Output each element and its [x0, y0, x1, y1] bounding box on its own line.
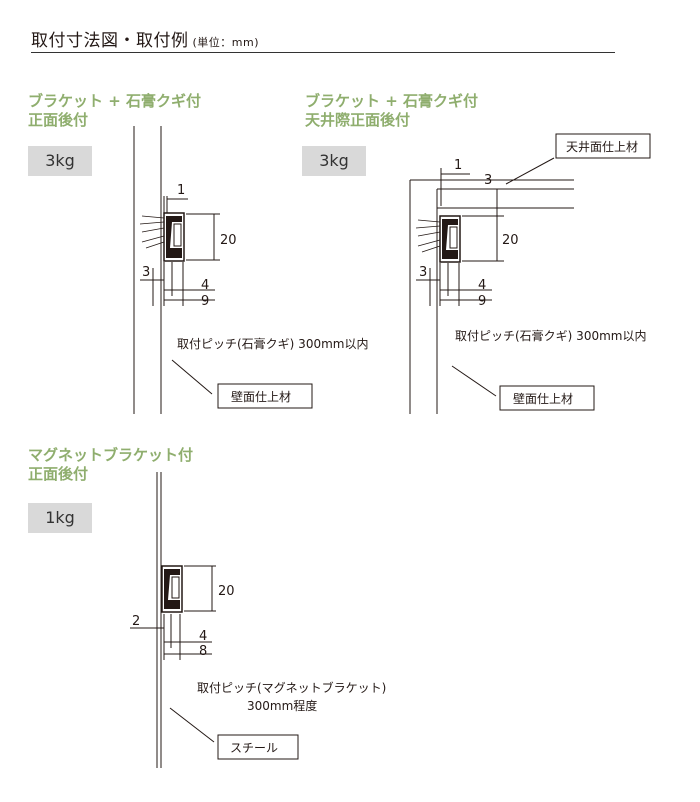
section2-title-line1: ブラケット + 石膏クギ付 — [305, 92, 479, 110]
ceiling-material-leader — [505, 157, 555, 185]
rail-profile — [166, 216, 182, 258]
s2-dim-ceiling-gap: 3 — [484, 173, 492, 188]
material-leader — [171, 359, 213, 395]
material-box — [499, 385, 595, 411]
s1-material-label: 壁面仕上材 — [231, 389, 291, 404]
section3-title: マグネットブラケット付 正面後付 — [28, 446, 193, 484]
unit-note: (単位：mm) — [192, 36, 260, 49]
ceiling-material-box — [555, 133, 651, 159]
section1-title-line1: ブラケット + 石膏クギ付 — [28, 92, 202, 110]
drawing-section1 — [133, 126, 313, 414]
s2-pitch-note: 取付ピッチ(石膏クギ) 300mm以内 — [455, 328, 646, 343]
s1-dim-inner: 4 — [201, 278, 209, 293]
s1-dim-left: 3 — [142, 265, 150, 280]
s2-dim-top: 1 — [454, 158, 462, 173]
material-leader — [169, 707, 215, 743]
section1-title: ブラケット + 石膏クギ付 正面後付 — [28, 92, 201, 130]
drawing-section3 — [130, 472, 299, 768]
s2-dim-outer: 9 — [478, 294, 486, 309]
section2-load-badge: 3kg — [302, 146, 366, 176]
s3-dim-height: 20 — [218, 584, 235, 599]
section1-title-line2: 正面後付 — [28, 111, 89, 129]
s2-material-label: 壁面仕上材 — [513, 391, 573, 406]
drawing-section2 — [409, 133, 651, 414]
s1-dim-outer: 9 — [201, 294, 209, 309]
s2-dim-height: 20 — [502, 233, 519, 248]
s1-dim-top: 1 — [177, 183, 185, 198]
material-leader — [451, 365, 497, 397]
section3-title-line1: マグネットブラケット付 — [28, 446, 194, 464]
bracket-insert — [449, 226, 458, 249]
s2-dim-left: 3 — [419, 265, 427, 280]
rail-profile — [164, 569, 180, 609]
title-divider — [31, 52, 615, 53]
nail-icon — [415, 219, 441, 253]
s3-dim-inner: 4 — [199, 629, 207, 644]
page-title-text: 取付寸法図・取付例 — [31, 31, 189, 51]
section2-title: ブラケット + 石膏クギ付 天井際正面後付 — [305, 92, 478, 130]
section3-title-line2: 正面後付 — [28, 465, 89, 483]
section2-title-line2: 天井際正面後付 — [305, 111, 411, 129]
material-box — [217, 383, 313, 409]
magnet-insert — [171, 576, 180, 599]
section1-load-badge: 3kg — [28, 146, 92, 176]
s1-pitch-note: 取付ピッチ(石膏クギ) 300mm以内 — [177, 336, 368, 351]
page-title: 取付寸法図・取付例(単位：mm) — [31, 26, 259, 51]
s2-ceiling-material-label: 天井面仕上材 — [566, 140, 638, 154]
s3-pitch-note-line1: 取付ピッチ(マグネットブラケット) — [197, 680, 386, 695]
nail-icon — [139, 215, 165, 249]
s2-dim-inner: 4 — [478, 278, 486, 293]
rail-profile — [442, 219, 458, 259]
material-box — [217, 734, 299, 760]
bracket-insert — [173, 223, 182, 247]
section3-load-badge: 1kg — [28, 503, 92, 533]
s3-dim-left: 2 — [132, 614, 140, 629]
s3-dim-outer: 8 — [199, 644, 207, 659]
s1-dim-height: 20 — [220, 233, 237, 248]
s3-pitch-note-line2: 300mm程度 — [247, 698, 317, 713]
s3-material-label: スチール — [230, 741, 278, 755]
